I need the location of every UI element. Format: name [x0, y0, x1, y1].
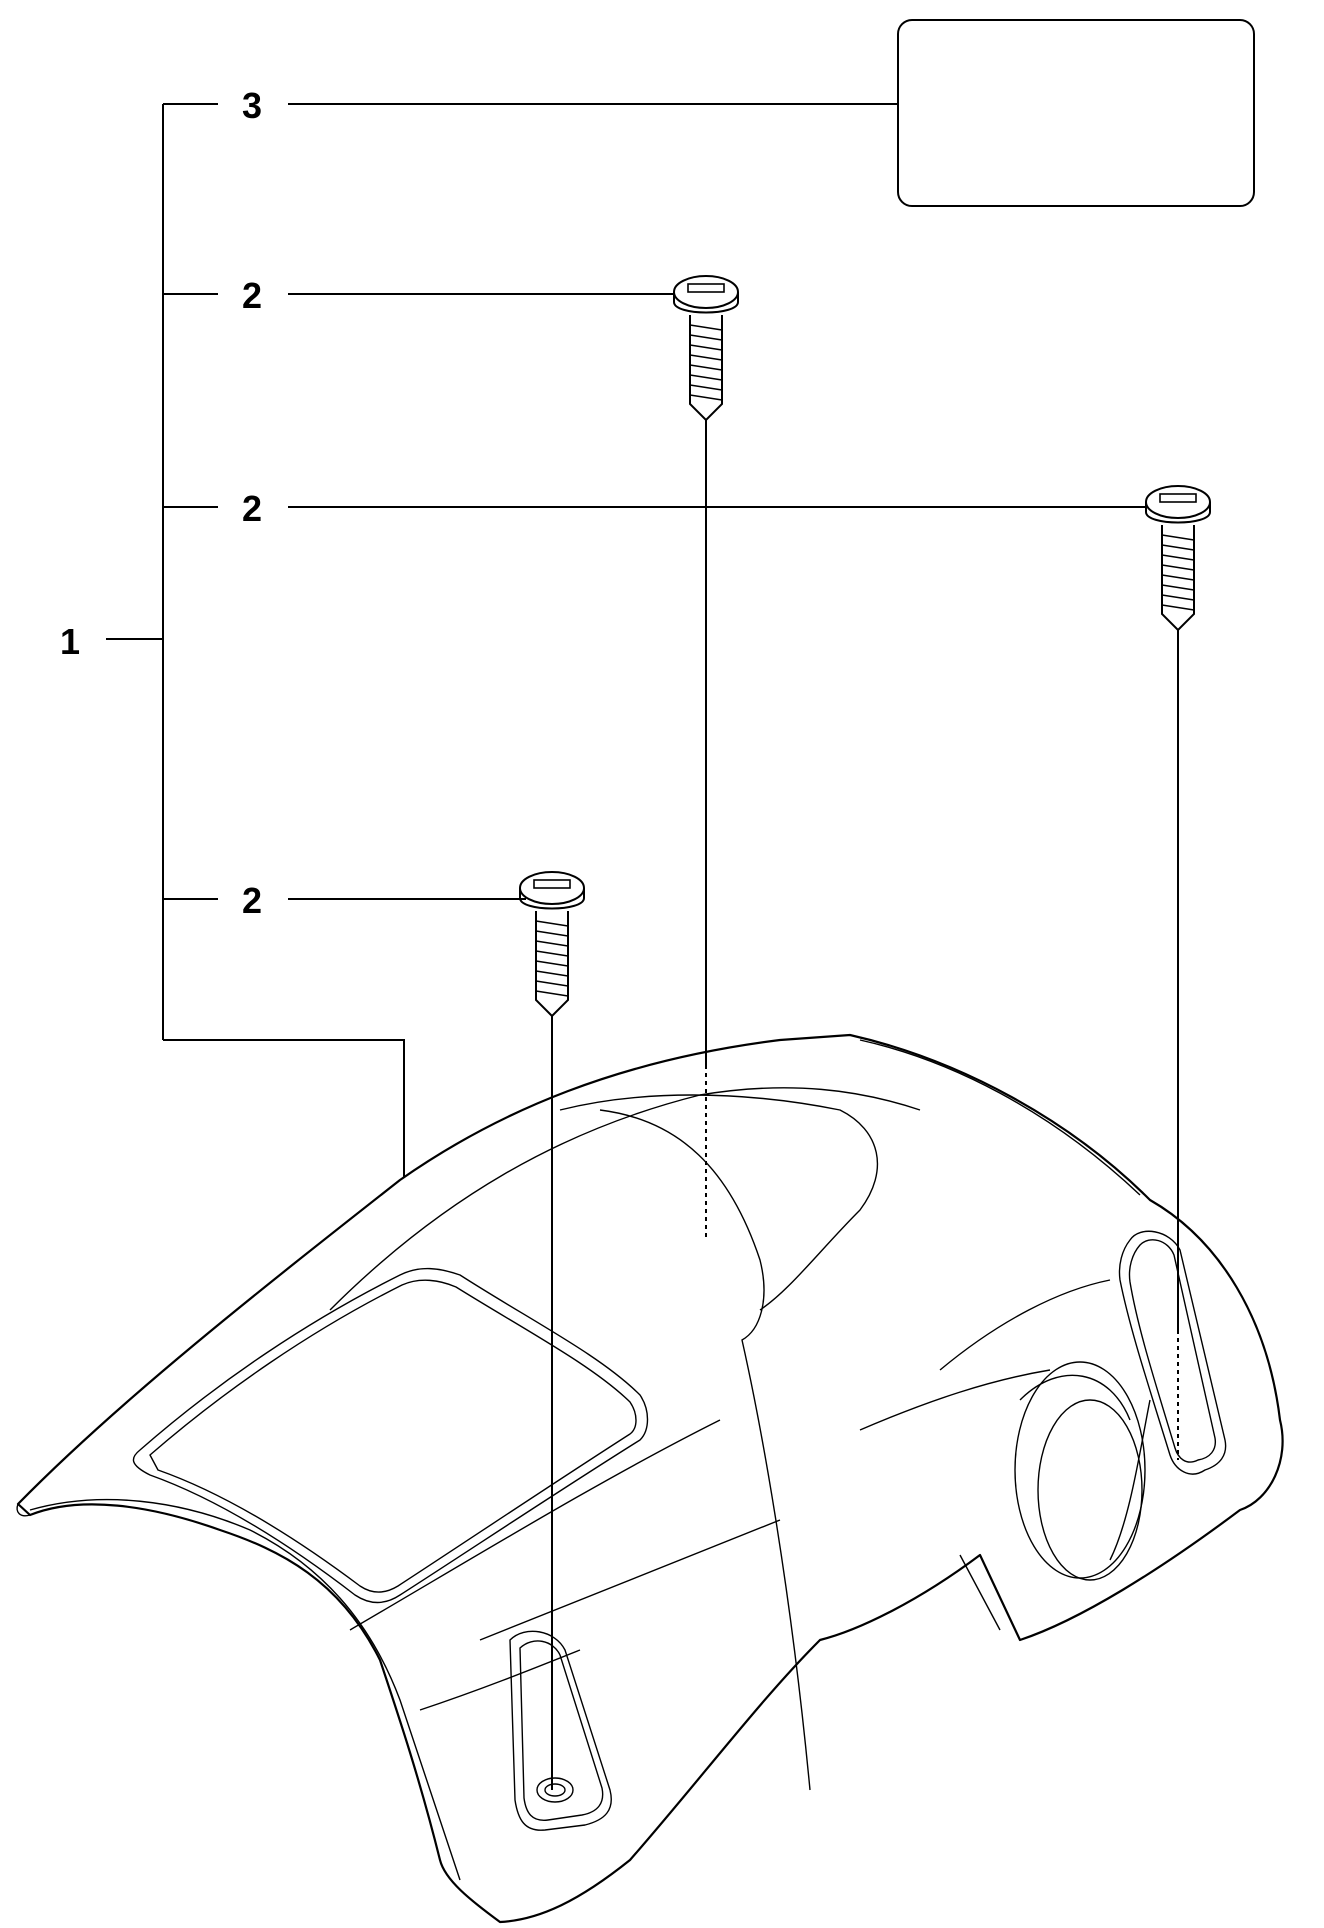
callout-2-bottom: 2: [242, 880, 262, 921]
callout-bracket: [106, 103, 405, 1200]
label-sticker: [897, 19, 1255, 207]
callout-2-top: 2: [242, 275, 262, 316]
callout-3: 3: [242, 85, 262, 126]
screw-bottom: [519, 871, 585, 1018]
assembly-lines: [551, 420, 1179, 1790]
leader-lines: [288, 103, 1150, 900]
screw-top: [673, 275, 739, 422]
callout-2-right: 2: [242, 488, 262, 529]
screw-right: [1145, 485, 1211, 632]
cover-housing: [16, 1033, 1284, 1924]
callout-1: 1: [60, 621, 80, 662]
